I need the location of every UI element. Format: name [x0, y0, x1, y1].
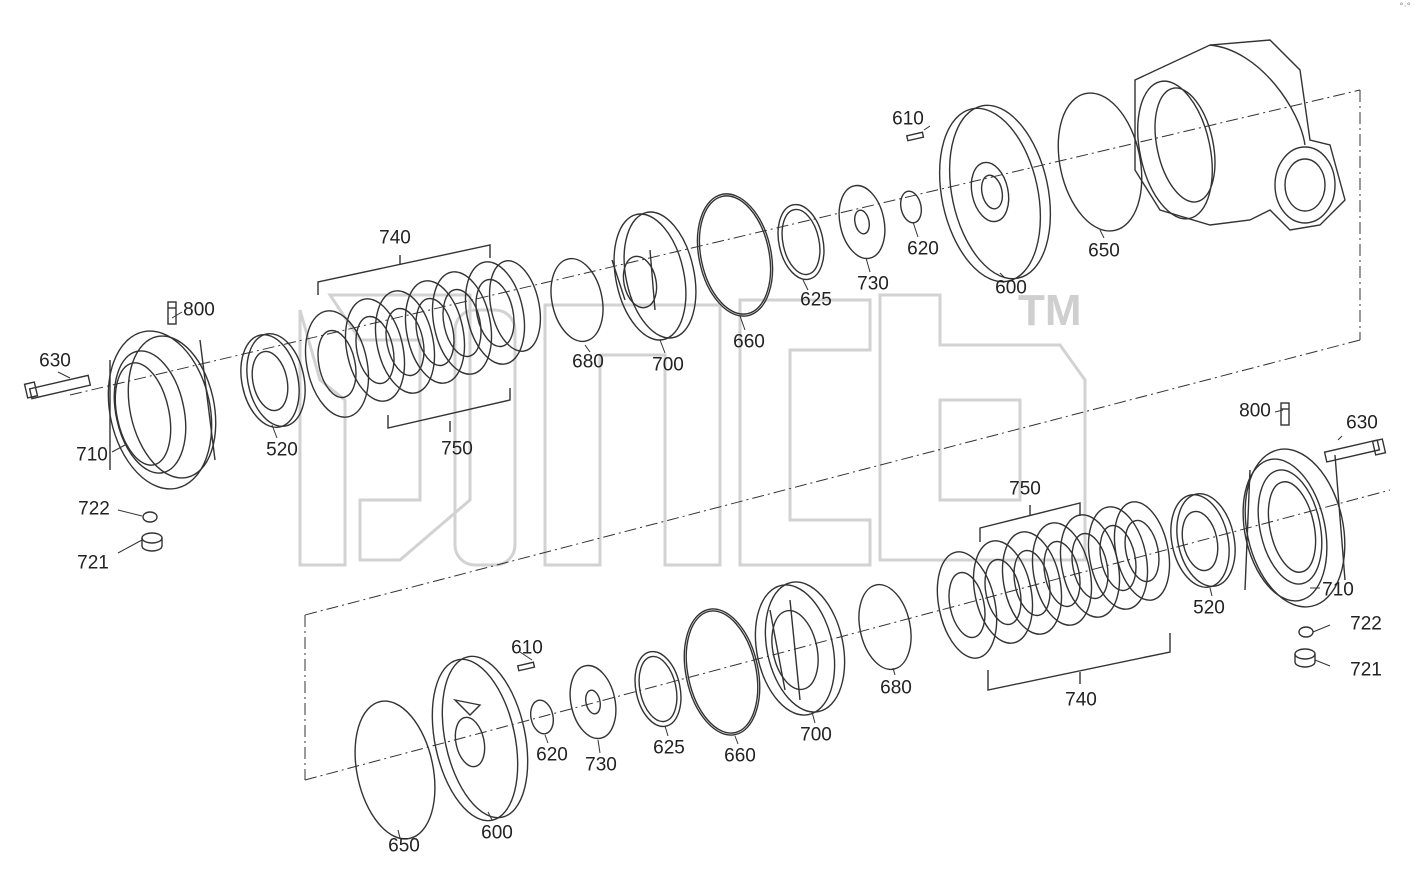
- label-660-top: 660: [733, 331, 765, 353]
- label-710-bottom: 710: [1322, 579, 1354, 601]
- label-740-top: 740: [379, 227, 411, 249]
- plug-721-bottom: [1294, 648, 1316, 668]
- label-800-bottom: 800: [1239, 400, 1271, 422]
- label-520-bottom: 520: [1193, 597, 1225, 619]
- label-730-top: 730: [857, 273, 889, 295]
- label-600-top: 600: [995, 277, 1027, 299]
- watermark-outline: [298, 293, 1087, 567]
- washer-730-top: [838, 184, 886, 260]
- oring-680-bottom: [858, 583, 912, 671]
- label-620-bottom: 620: [536, 744, 568, 766]
- fitting-800-top: [167, 301, 177, 325]
- washer-730-bottom: [569, 664, 617, 740]
- label-730-bottom: 730: [585, 754, 617, 776]
- washer-730-bottom-hole: [585, 689, 601, 715]
- oring-722-bottom: [1298, 626, 1314, 638]
- screw-610-top: [905, 131, 925, 142]
- label-520-top: 520: [266, 439, 298, 461]
- piston-700-bottom: [754, 581, 846, 716]
- bolt-630-top: [23, 374, 92, 400]
- bracket-750-top: [387, 388, 511, 432]
- label-660-bottom: 660: [724, 745, 756, 767]
- cover-600-bottom: [431, 655, 529, 822]
- corner-mark: °·°: [1399, 2, 1411, 12]
- transmission-housing: [1134, 39, 1346, 231]
- ring-620-bottom: [529, 699, 555, 735]
- watermark-trademark: TM: [1018, 286, 1082, 335]
- bracket-740-top: [317, 244, 491, 295]
- bracket-740-bottom: [987, 633, 1171, 691]
- oring-680-top: [550, 257, 604, 343]
- label-700-top: 700: [652, 354, 684, 376]
- label-620-top: 620: [907, 238, 939, 260]
- label-740-bottom: 740: [1065, 689, 1097, 711]
- disc-520-bottom: [1170, 492, 1236, 589]
- label-610-bottom: 610: [511, 637, 543, 659]
- oring-660-bottom: [683, 608, 761, 736]
- oring-660-top-inner: [698, 195, 772, 315]
- clutch-pack-bottom: [936, 501, 1171, 659]
- ring-625-bottom: [634, 650, 682, 728]
- label-630-top: 630: [39, 350, 71, 372]
- label-750-top: 750: [441, 438, 473, 460]
- leader-lines: [57, 125, 1343, 839]
- ring-620-top: [899, 190, 923, 224]
- cover-600-top: [938, 104, 1052, 283]
- label-625-top: 625: [800, 289, 832, 311]
- oring-650-bottom: [354, 700, 436, 840]
- label-600-bottom: 600: [481, 822, 513, 844]
- clutch-pack-top: [304, 260, 542, 418]
- label-722-bottom: 722: [1350, 613, 1382, 635]
- label-700-bottom: 700: [800, 724, 832, 746]
- oring-722-top: [142, 511, 158, 523]
- housing-710-bottom: [1242, 448, 1346, 608]
- label-722-top: 722: [78, 498, 110, 520]
- ring-625-top: [777, 203, 825, 281]
- screw-610-bottom: [516, 661, 536, 672]
- label-680-top: 680: [572, 351, 604, 373]
- label-680-bottom: 680: [880, 677, 912, 699]
- label-610-top: 610: [892, 108, 924, 130]
- oring-660-bottom-inner: [685, 610, 759, 734]
- housing-710-top: [107, 330, 217, 490]
- ring-625-top-inner: [781, 208, 821, 276]
- label-650-bottom: 650: [388, 835, 420, 857]
- piston-700-top: [611, 211, 697, 341]
- label-721-bottom: 721: [1350, 659, 1382, 681]
- label-625-bottom: 625: [653, 737, 685, 759]
- bolt-630-bottom: [1323, 438, 1387, 463]
- label-630-bottom: 630: [1346, 412, 1378, 434]
- label-750-bottom: 750: [1009, 478, 1041, 500]
- plug-721-top: [141, 532, 163, 552]
- fitting-800-bottom: [1280, 402, 1290, 426]
- label-721-top: 721: [77, 552, 109, 574]
- label-800-top: 800: [183, 299, 215, 321]
- oring-660-top: [696, 193, 774, 317]
- oring-650-top: [1057, 92, 1143, 232]
- axis-lines: [69, 89, 1391, 781]
- washer-730-top-hole: [854, 209, 870, 235]
- bracket-750-bottom: [979, 502, 1081, 542]
- label-650-top: 650: [1088, 240, 1120, 262]
- ring-625-bottom-inner: [638, 655, 678, 723]
- label-710-top: 710: [76, 444, 108, 466]
- disc-520-top: [240, 332, 306, 429]
